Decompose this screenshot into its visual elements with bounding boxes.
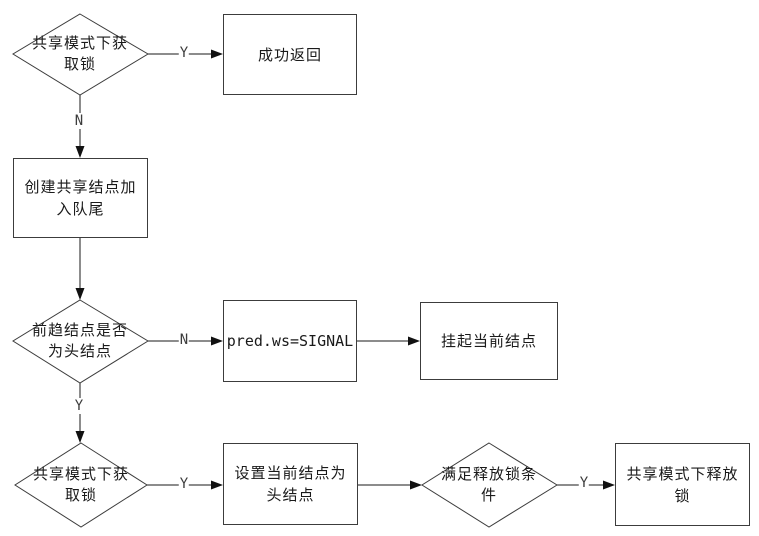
process-set-current-as-head: 设置当前结点为头结点	[223, 443, 358, 525]
process-release-shared-lock-label: 共享模式下释放锁	[626, 464, 739, 505]
edge-label-d2-no: N	[178, 332, 190, 348]
process-set-pred-ws-signal-label: pred.ws=SIGNAL	[226, 332, 354, 350]
decision-acquire-shared-top-label: 共享模式下获取锁	[31, 34, 128, 73]
process-park-current-node: 挂起当前结点	[420, 302, 558, 380]
edge-r3-to-r4	[357, 336, 420, 346]
edge-label-d4-yes: Y	[578, 475, 590, 491]
process-create-shared-node-label: 创建共享结点加入队尾	[24, 178, 137, 218]
decision-release-condition-label: 满足释放锁条件	[440, 465, 537, 504]
edge-label-d2-yes: Y	[73, 398, 85, 414]
edge-r5-to-d4	[358, 480, 422, 490]
edge-label-d1-yes: Y	[178, 45, 190, 61]
decision-shape-release-condition	[421, 442, 558, 528]
process-create-shared-node: 创建共享结点加入队尾	[13, 158, 148, 238]
process-success-return: 成功返回	[223, 14, 357, 95]
edge-label-d3-yes: Y	[178, 476, 190, 492]
process-park-current-node-label: 挂起当前结点	[440, 332, 537, 350]
decision-shape-acquire-shared-retry	[14, 442, 148, 528]
process-success-return-label: 成功返回	[257, 45, 322, 64]
process-set-current-as-head-label: 设置当前结点为头结点	[234, 464, 347, 504]
process-release-shared-lock: 共享模式下释放锁	[615, 443, 750, 526]
edge-r2-to-d2	[75, 237, 85, 300]
process-set-pred-ws-signal: pred.ws=SIGNAL	[223, 300, 357, 382]
decision-pred-is-head-label: 前趋结点是否为头结点	[31, 321, 128, 360]
edge-label-d1-no: N	[73, 113, 85, 129]
decision-acquire-shared-retry-label: 共享模式下获取锁	[32, 465, 129, 504]
